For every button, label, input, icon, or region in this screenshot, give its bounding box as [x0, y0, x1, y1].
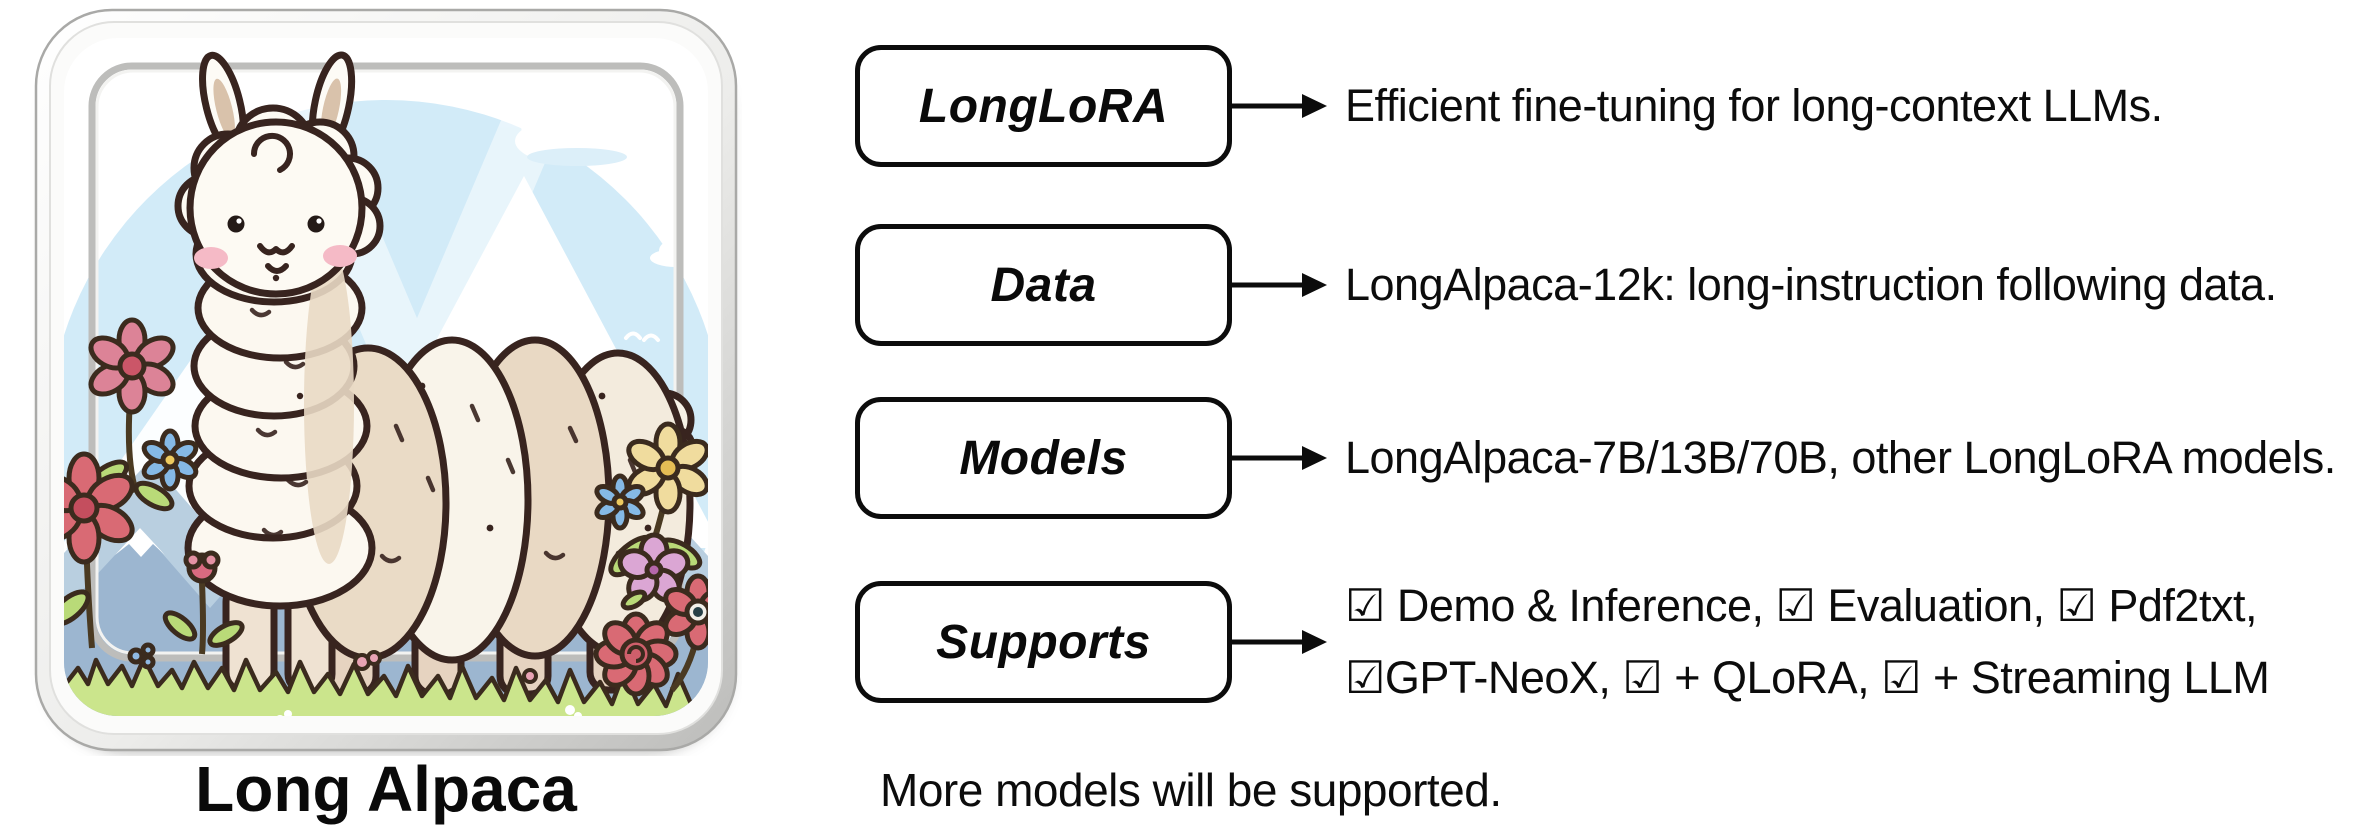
flower-blue-sprig — [127, 642, 156, 670]
supports-description-line-1: ☑ Demo & Inference, ☑ Evaluation, ☑ Pdf2… — [1345, 580, 2257, 631]
flower-pink-bud — [183, 550, 221, 584]
longlora-description: Efficient fine-tuning for long-context L… — [1345, 80, 2163, 131]
flower-red-eye — [663, 573, 708, 651]
feature-row-longlora: LongLoRA Efficient fine-tuning for long-… — [855, 45, 2163, 167]
grass-pink-flowers — [353, 650, 538, 684]
long-alpaca-illustration — [34, 8, 738, 752]
data-box: Data — [855, 224, 1232, 346]
supports-box: Supports — [855, 581, 1232, 703]
flowers-left — [64, 317, 245, 670]
supports-description: ☑ Demo & Inference, ☑ Evaluation, ☑ Pdf2… — [1345, 570, 2270, 714]
icon-inner-frame — [88, 62, 684, 662]
alpaca-head — [174, 104, 384, 298]
alpaca-fleece-dots — [272, 274, 652, 532]
models-box: Models — [855, 397, 1232, 519]
flower-red-spiral — [593, 611, 679, 697]
alpaca-neck-shading — [304, 244, 354, 564]
icon-caption: Long Alpaca — [195, 753, 577, 825]
alpaca-mouth — [257, 243, 295, 274]
models-box-label: Models — [959, 431, 1128, 485]
data-description: LongAlpaca-12k: long-instruction followi… — [1345, 259, 2277, 310]
longlora-box: LongLoRA — [855, 45, 1232, 167]
alpaca-face — [194, 215, 357, 269]
long-alpaca-icon — [30, 8, 742, 756]
arrow-right-icon — [1232, 446, 1327, 470]
supports-box-label: Supports — [936, 615, 1151, 669]
flower-blue-daisy — [141, 428, 199, 492]
alpaca-ear-left — [199, 51, 247, 157]
flower-pink-daisy — [88, 317, 176, 415]
feature-row-models: Models LongAlpaca-7B/13B/70B, other Long… — [855, 397, 2336, 519]
supports-description-line-2: ☑GPT-NeoX, ☑ + QLoRA, ☑ + Streaming LLM — [1345, 652, 2270, 703]
arrow-right-icon — [1232, 273, 1327, 297]
flower-red-daisy — [64, 451, 135, 565]
feature-row-data: Data LongAlpaca-12k: long-instruction fo… — [855, 224, 2277, 346]
data-box-label: Data — [990, 258, 1097, 312]
feature-row-supports: Supports ☑ Demo & Inference, ☑ Evaluatio… — [855, 580, 2270, 703]
flower-violet — [617, 532, 691, 603]
arrow-right-icon — [1232, 94, 1327, 118]
flower-blue-daisy-small — [594, 473, 646, 531]
icon-scene — [64, 38, 708, 716]
models-description: LongAlpaca-7B/13B/70B, other LongLoRA mo… — [1345, 432, 2336, 483]
flowers-right — [593, 421, 708, 697]
arrow-right-icon — [1232, 630, 1327, 654]
footer-note: More models will be supported. — [880, 764, 1502, 816]
longlora-box-label: LongLoRA — [918, 79, 1169, 133]
